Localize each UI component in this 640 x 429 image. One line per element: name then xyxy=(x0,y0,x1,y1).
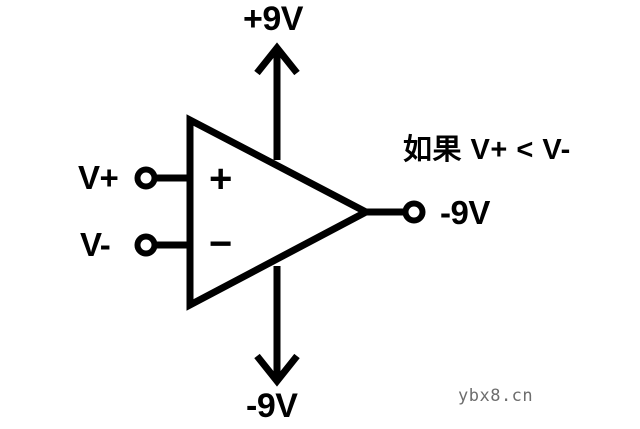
positive-supply-label: +9V xyxy=(243,0,303,38)
inverting-input-terminal-circle xyxy=(134,233,158,257)
condition-annotation: 如果 V+ < V- xyxy=(403,134,571,166)
positive-supply-arrowhead xyxy=(254,42,300,76)
non-inverting-input-plus-sign: + xyxy=(209,157,233,201)
negative-supply-label: -9V xyxy=(246,387,298,425)
non-inverting-input-terminal-circle xyxy=(134,166,158,190)
watermark-text: ybx8.cn xyxy=(458,386,534,406)
negative-supply-arrowhead xyxy=(254,353,300,387)
opamp-triangle-body xyxy=(186,114,374,311)
output-terminal-circle xyxy=(402,200,426,224)
non-inverting-input-label: V+ xyxy=(78,159,119,196)
inverting-input-minus-sign: − xyxy=(209,222,233,266)
output-label: -9V xyxy=(440,194,490,231)
inverting-input-label: V- xyxy=(80,226,111,263)
